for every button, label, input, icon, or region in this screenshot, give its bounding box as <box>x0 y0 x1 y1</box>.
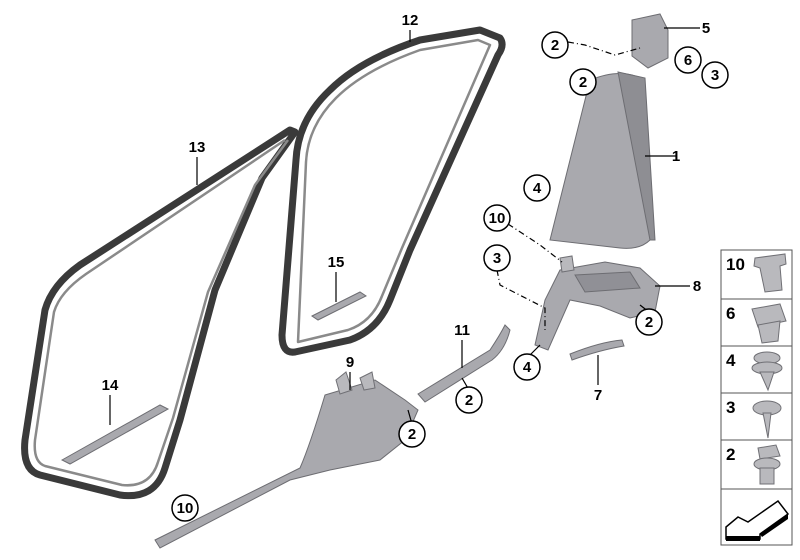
callout-number: 13 <box>189 139 206 156</box>
callout-2: 2 <box>635 308 663 336</box>
callout-11: 11 <box>454 322 470 339</box>
door-seal-13 <box>21 126 299 500</box>
callout-number: 2 <box>551 37 559 54</box>
trim-strip-15 <box>311 291 367 321</box>
callout-number: 1 <box>672 148 680 165</box>
callout-circle <box>674 46 702 74</box>
callout-3: 3 <box>483 244 511 272</box>
callout-9: 9 <box>346 354 354 371</box>
fastener-arrow <box>720 488 793 546</box>
callout-1: 1 <box>672 148 680 165</box>
callout-circle <box>513 353 541 381</box>
trim-strip-7 <box>569 339 625 361</box>
callout-number: 2 <box>579 74 587 91</box>
callout-number: 4 <box>533 180 542 197</box>
fastener-number: 4 <box>726 351 736 370</box>
fastener-box <box>720 392 793 441</box>
arrow-icon <box>725 499 790 541</box>
fastener-3: 3 <box>720 392 793 441</box>
callout-number: 11 <box>454 322 470 339</box>
callout-13: 13 <box>189 139 206 156</box>
screw-icon <box>752 400 782 439</box>
callout-number: 3 <box>711 67 719 84</box>
callout-number: 3 <box>493 250 501 267</box>
callout-circle <box>455 386 483 414</box>
callout-2: 2 <box>541 31 569 59</box>
fastener-number: 2 <box>726 445 735 464</box>
callout-7: 7 <box>594 387 602 404</box>
callout-circle <box>523 174 551 202</box>
callout-number: 5 <box>702 20 710 37</box>
callout-circle <box>541 31 569 59</box>
callout-circle <box>569 68 597 96</box>
fastener-number: 10 <box>726 255 745 274</box>
callout-circle <box>635 308 663 336</box>
callout-number: 2 <box>465 392 473 409</box>
callout-number: 7 <box>594 387 602 404</box>
callout-number: 14 <box>102 377 119 394</box>
callout-number: 4 <box>523 359 532 376</box>
callout-2: 2 <box>455 386 483 414</box>
callout-number: 9 <box>346 354 354 371</box>
fastener-panel: 10 6 4 3 2 <box>720 249 793 546</box>
callout-8: 8 <box>693 278 701 295</box>
clip-icon <box>753 253 787 293</box>
sill-trim-9 <box>154 371 419 549</box>
fastener-number: 3 <box>726 398 735 417</box>
fastener-10: 10 <box>720 249 793 300</box>
callout-6: 6 <box>674 46 702 74</box>
callout-4: 4 <box>523 174 551 202</box>
lower-pillar-trim-8 <box>534 255 661 351</box>
callout-number: 2 <box>645 314 653 331</box>
callout-number: 10 <box>177 500 194 517</box>
callout-circle <box>398 420 426 448</box>
pillar-trim-1 <box>549 71 656 249</box>
callout-2: 2 <box>398 420 426 448</box>
callout-5: 5 <box>702 20 710 37</box>
callout-circle <box>483 244 511 272</box>
callout-14: 14 <box>102 377 119 394</box>
fastener-2: 2 <box>720 439 793 490</box>
trim-strip-14 <box>60 404 170 465</box>
callout-circle <box>171 494 199 522</box>
square-nut-icon <box>751 303 787 344</box>
callout-4: 4 <box>513 353 541 381</box>
callout-number: 6 <box>684 52 692 69</box>
fastener-number: 6 <box>726 304 735 323</box>
callout-12: 12 <box>402 12 419 29</box>
callout-number: 10 <box>489 210 506 227</box>
callout-number: 15 <box>328 254 345 271</box>
door-seal-12 <box>278 26 506 356</box>
callout-number: 12 <box>402 12 419 29</box>
callout-10: 10 <box>171 494 199 522</box>
expanding-nut-icon <box>753 444 781 485</box>
fastener-6: 6 <box>720 298 793 347</box>
callout-number: 2 <box>408 426 416 443</box>
sill-strip-11 <box>417 324 511 403</box>
callout-10: 10 <box>483 204 511 232</box>
push-rivet-icon <box>751 351 783 392</box>
callout-circle <box>701 61 729 89</box>
callout-circle <box>483 204 511 232</box>
bracket-5 <box>631 13 669 69</box>
callout-2: 2 <box>569 68 597 96</box>
callout-number: 8 <box>693 278 701 295</box>
fastener-4: 4 <box>720 345 793 394</box>
callout-3: 3 <box>701 61 729 89</box>
callout-15: 15 <box>328 254 345 271</box>
